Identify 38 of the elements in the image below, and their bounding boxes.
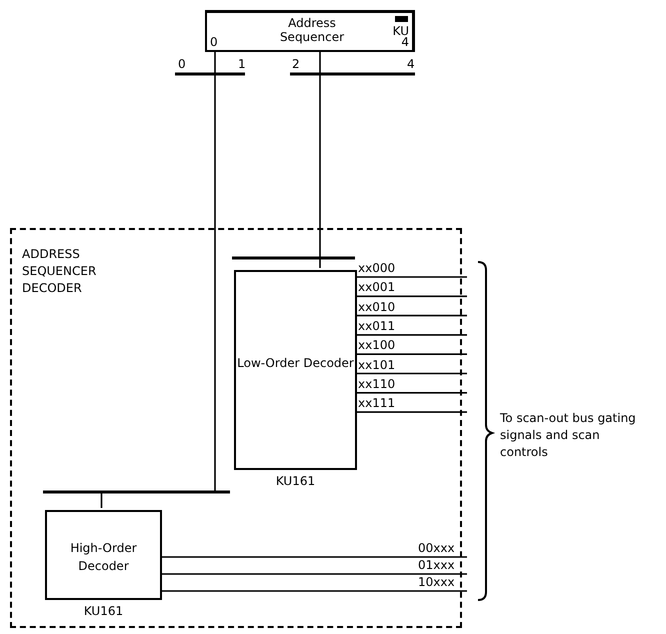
bit-number: 1 xyxy=(238,57,246,71)
signal-line xyxy=(355,314,467,316)
bit-number: 0 xyxy=(178,57,186,71)
edge-label: xx001 xyxy=(358,281,396,294)
bit-number: 0 xyxy=(210,35,218,49)
signal-line xyxy=(160,590,467,592)
edge-label: 00xxx xyxy=(418,542,455,555)
connector-line xyxy=(100,52,216,508)
edge-label: xx100 xyxy=(358,339,396,352)
unit-name: Address Sequencer xyxy=(278,16,346,44)
unit-code: KU xyxy=(392,24,409,38)
chip-label: KU161 xyxy=(274,474,316,488)
bit-number: 2 xyxy=(292,57,300,71)
signal-line xyxy=(355,334,467,336)
edge-label: xx110 xyxy=(358,378,396,391)
edge-label: 01xxx xyxy=(418,559,455,572)
edge-label: xx011 xyxy=(358,320,396,333)
signal-line xyxy=(355,353,467,355)
signal-line xyxy=(160,556,467,558)
signal-line xyxy=(355,276,467,278)
signal-line xyxy=(355,392,467,394)
note-text: To scan-out bus gating signals and scan controls xyxy=(500,410,637,461)
bit-number: 4 xyxy=(407,57,415,71)
bit-number: 4 xyxy=(401,35,409,49)
group-title: ADDRESS SEQUENCER DECODER xyxy=(22,246,98,297)
signal-line xyxy=(160,573,467,575)
decoder-name: Low-Order Decoder xyxy=(236,355,355,372)
edge-label: xx101 xyxy=(358,358,396,372)
chip-label: KU161 xyxy=(82,604,124,618)
edge-label: xx010 xyxy=(358,300,396,314)
signal-line xyxy=(355,372,467,374)
edge-label: 10xxx xyxy=(418,576,455,589)
connector-line xyxy=(319,52,321,268)
edge-label: xx000 xyxy=(358,262,396,275)
signal-line xyxy=(355,411,467,413)
sequencer-box xyxy=(205,10,415,52)
signal-line xyxy=(355,296,467,298)
decoder-name: High-Order Decoder xyxy=(69,540,138,575)
